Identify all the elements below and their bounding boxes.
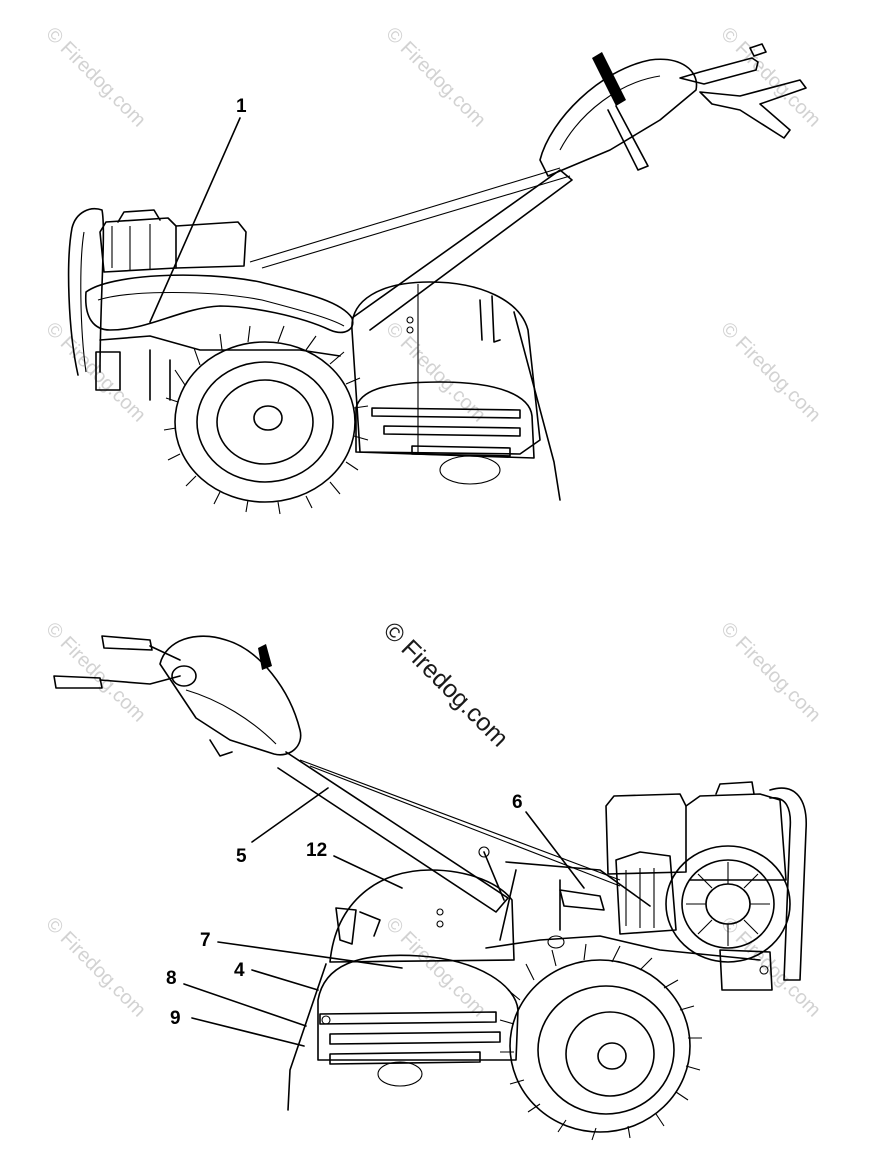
callout-4: 4 [234,960,245,981]
callout-5: 5 [236,846,247,867]
callout-1: 1 [236,96,247,117]
watermark: © Firedog.com [716,618,825,727]
leader-line-5 [251,787,329,843]
callout-9: 9 [170,1008,181,1029]
leader-line-4 [251,969,319,991]
watermark: © Firedog.com [716,318,825,427]
leader-line-1 [149,117,241,323]
watermark: © Firedog.com [716,23,825,132]
callout-6: 6 [512,792,523,813]
tiller-top-view [67,43,807,515]
callout-8: 8 [166,968,177,989]
watermark-main: © Firedog.com [378,616,514,752]
leader-line-9 [191,1017,305,1047]
leader-line-6 [525,811,585,889]
watermarks: © Firedog.com © Firedog.com © Firedog.co… [41,23,825,1022]
leader-line-7 [217,941,403,969]
watermark: © Firedog.com [41,618,150,727]
callouts: 1 5 6 12 7 4 8 9 [149,96,585,1047]
watermark: © Firedog.com [41,913,150,1022]
leader-line-8 [183,983,307,1027]
watermark: © Firedog.com [381,23,490,132]
leader-line-12 [333,855,403,889]
callout-7: 7 [200,930,211,951]
tiller-bottom-view [53,635,807,1141]
callout-12: 12 [306,840,327,861]
watermark: © Firedog.com [41,23,150,132]
watermark: © Firedog.com [381,318,490,427]
